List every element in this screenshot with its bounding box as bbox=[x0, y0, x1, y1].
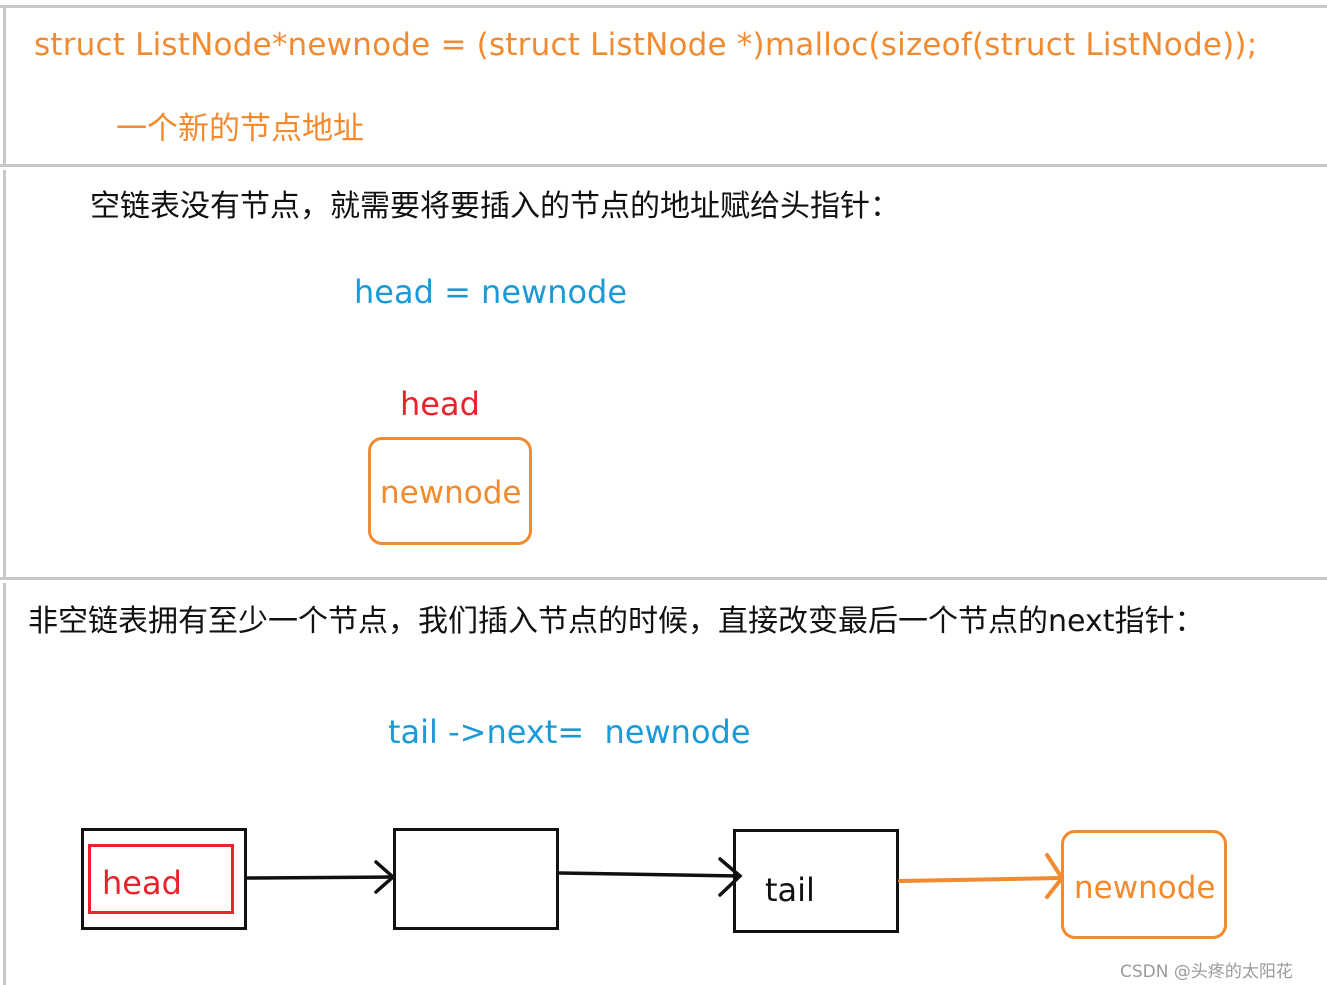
non-empty-list-heading: 非空链表拥有至少一个节点，我们插入节点的时候，直接改变最后一个节点的next指针… bbox=[28, 604, 1205, 639]
left-border-2 bbox=[3, 170, 6, 580]
top-border bbox=[0, 5, 1327, 8]
newnode-label: newnode bbox=[380, 475, 522, 511]
arrow-head-to-middle bbox=[246, 860, 396, 894]
empty-list-heading: 空链表没有节点，就需要将要插入的节点的地址赋给头指针： bbox=[90, 189, 900, 224]
head-label-box: head bbox=[88, 844, 234, 914]
malloc-code-line: struct ListNode*newnode = (struct ListNo… bbox=[34, 27, 1258, 63]
left-border-3 bbox=[3, 583, 6, 985]
tail-node-box: tail bbox=[733, 829, 899, 933]
arrow-middle-to-tail bbox=[558, 857, 743, 897]
divider-2 bbox=[0, 577, 1327, 580]
tail-node-label: tail bbox=[765, 871, 815, 909]
head-node-label: head bbox=[102, 864, 182, 902]
tail-next-assignment: tail ->next= newnode bbox=[388, 713, 751, 751]
divider-1 bbox=[0, 164, 1327, 167]
head-node-box: head bbox=[81, 828, 247, 930]
head-assignment: head = newnode bbox=[354, 273, 628, 311]
arrow-tail-to-newnode bbox=[898, 853, 1065, 899]
new-node-box: newnode bbox=[1061, 830, 1227, 939]
head-pointer-label: head bbox=[400, 385, 480, 423]
newnode-box-empty-list: newnode bbox=[368, 437, 532, 545]
new-node-label: newnode bbox=[1074, 870, 1216, 906]
middle-node-box bbox=[393, 828, 559, 930]
new-node-address-note: 一个新的节点地址 bbox=[116, 111, 364, 147]
left-border-1 bbox=[3, 5, 6, 167]
csdn-watermark: CSDN @头疼的太阳花 bbox=[1120, 962, 1293, 982]
